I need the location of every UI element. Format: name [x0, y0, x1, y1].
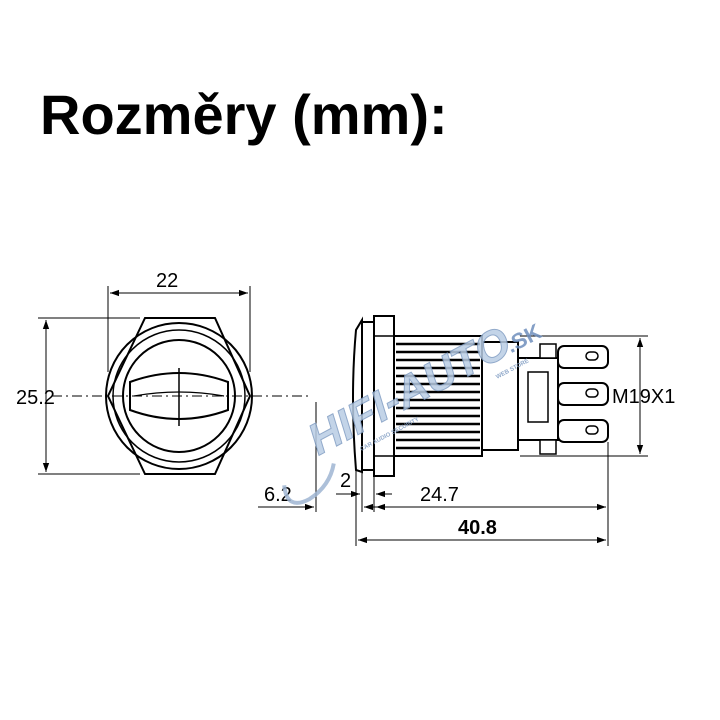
threaded-body — [393, 335, 483, 457]
rotary-knob-grip — [129, 372, 229, 420]
dim-label-25-2: 25.2 — [16, 387, 55, 409]
dim-label-40-8: 40.8 — [458, 517, 497, 539]
solder-terminals — [557, 345, 609, 443]
terminal-middle — [557, 382, 609, 406]
dim-label-thread: M19X1 — [612, 386, 675, 408]
terminal-top — [557, 345, 609, 369]
dim-label-24-7: 24.7 — [420, 484, 459, 506]
watermark-swoosh-icon — [282, 463, 336, 505]
bezel-cap — [352, 316, 363, 474]
terminal-bottom — [557, 419, 609, 443]
page-title: Rozměry (mm): — [40, 83, 448, 146]
thread-lines — [396, 342, 480, 450]
side-view — [352, 315, 609, 477]
dim-label-2: 2 — [340, 470, 351, 492]
dim-label-22: 22 — [156, 270, 178, 292]
